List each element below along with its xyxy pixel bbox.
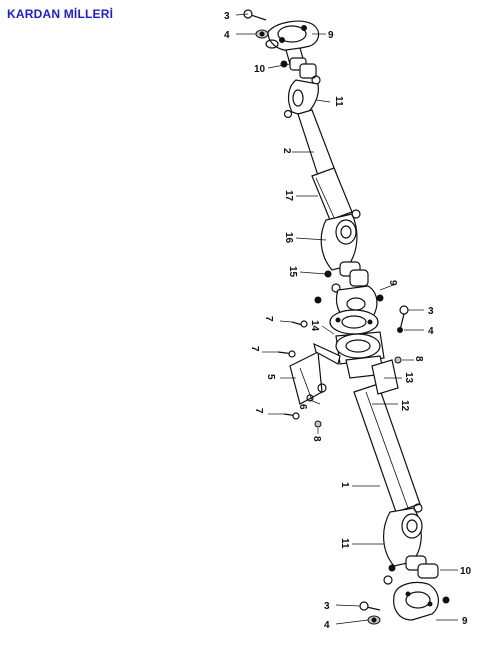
- svg-text:9: 9: [462, 616, 468, 627]
- callout-4a: 4: [224, 30, 256, 41]
- callout-8b: 8: [311, 428, 322, 442]
- svg-text:8: 8: [413, 356, 424, 362]
- svg-text:4: 4: [224, 30, 230, 41]
- svg-text:10: 10: [460, 566, 472, 577]
- callout-9c: 9: [436, 616, 468, 627]
- svg-text:10: 10: [254, 64, 266, 75]
- callout-16: 16: [283, 232, 327, 244]
- callout-11b: 11: [339, 538, 384, 549]
- callout-4b: 4: [404, 326, 434, 337]
- upper-spider-assembly: [280, 57, 321, 85]
- callout-3c: 3: [324, 601, 361, 612]
- callout-5: 5: [265, 374, 296, 380]
- svg-text:8: 8: [311, 436, 322, 442]
- callout-10b: 10: [440, 566, 472, 577]
- svg-text:9: 9: [387, 280, 398, 286]
- lower-flange-yoke: [393, 581, 450, 621]
- callout-9a: 9: [312, 30, 334, 41]
- callout-8a: 8: [402, 356, 424, 362]
- callout-17: 17: [283, 190, 318, 202]
- svg-text:2: 2: [281, 148, 292, 154]
- callout-1: 1: [339, 482, 380, 488]
- callout-9b: 9: [379, 280, 398, 291]
- upper-shaft-tube: [297, 109, 353, 223]
- lower-spider-10: [383, 555, 439, 585]
- callout-14: 14: [309, 320, 335, 335]
- upper-yoke-16: [320, 209, 361, 271]
- svg-text:3: 3: [428, 306, 434, 317]
- svg-text:3: 3: [324, 601, 330, 612]
- callout-15: 15: [287, 266, 327, 278]
- center-bearing-bracket: [289, 342, 341, 405]
- svg-text:9: 9: [328, 30, 334, 41]
- callout-6: 6: [297, 399, 321, 410]
- callout-11a: 11: [315, 96, 344, 107]
- svg-text:11: 11: [333, 96, 344, 107]
- callout-12: 12: [372, 400, 410, 412]
- svg-text:3: 3: [224, 11, 230, 22]
- svg-text:7: 7: [263, 316, 274, 322]
- callout-4c: 4: [324, 619, 369, 631]
- svg-text:1: 1: [339, 482, 350, 488]
- svg-text:15: 15: [287, 266, 298, 278]
- callout-10a: 10: [254, 63, 291, 75]
- callout-7c: 7: [253, 408, 284, 415]
- svg-text:7: 7: [253, 408, 264, 414]
- svg-text:16: 16: [283, 232, 294, 244]
- svg-text:17: 17: [283, 190, 294, 202]
- center-spider-15: [324, 261, 369, 293]
- svg-text:4: 4: [428, 326, 434, 337]
- right-bolt-assembly: [397, 305, 409, 333]
- center-bearing-housing: [335, 331, 385, 379]
- svg-text:6: 6: [297, 404, 308, 410]
- svg-text:12: 12: [399, 400, 410, 412]
- svg-text:4: 4: [324, 620, 330, 631]
- svg-text:7: 7: [249, 346, 260, 352]
- center-flange-plate: [329, 309, 379, 335]
- svg-text:5: 5: [265, 374, 276, 380]
- callout-13: 13: [384, 372, 414, 384]
- lower-yoke-11: [383, 503, 423, 567]
- svg-text:11: 11: [339, 538, 350, 549]
- callout-3a: 3: [224, 11, 249, 22]
- callout-7a: 7: [263, 316, 293, 323]
- callout-7b: 7: [249, 346, 278, 353]
- svg-text:13: 13: [403, 372, 414, 384]
- bracket-bolts: [277, 320, 402, 428]
- callout-3b: 3: [408, 306, 434, 317]
- page-title: KARDAN MİLLERİ: [7, 7, 114, 21]
- callout-2: 2: [281, 148, 314, 154]
- svg-text:14: 14: [309, 320, 320, 332]
